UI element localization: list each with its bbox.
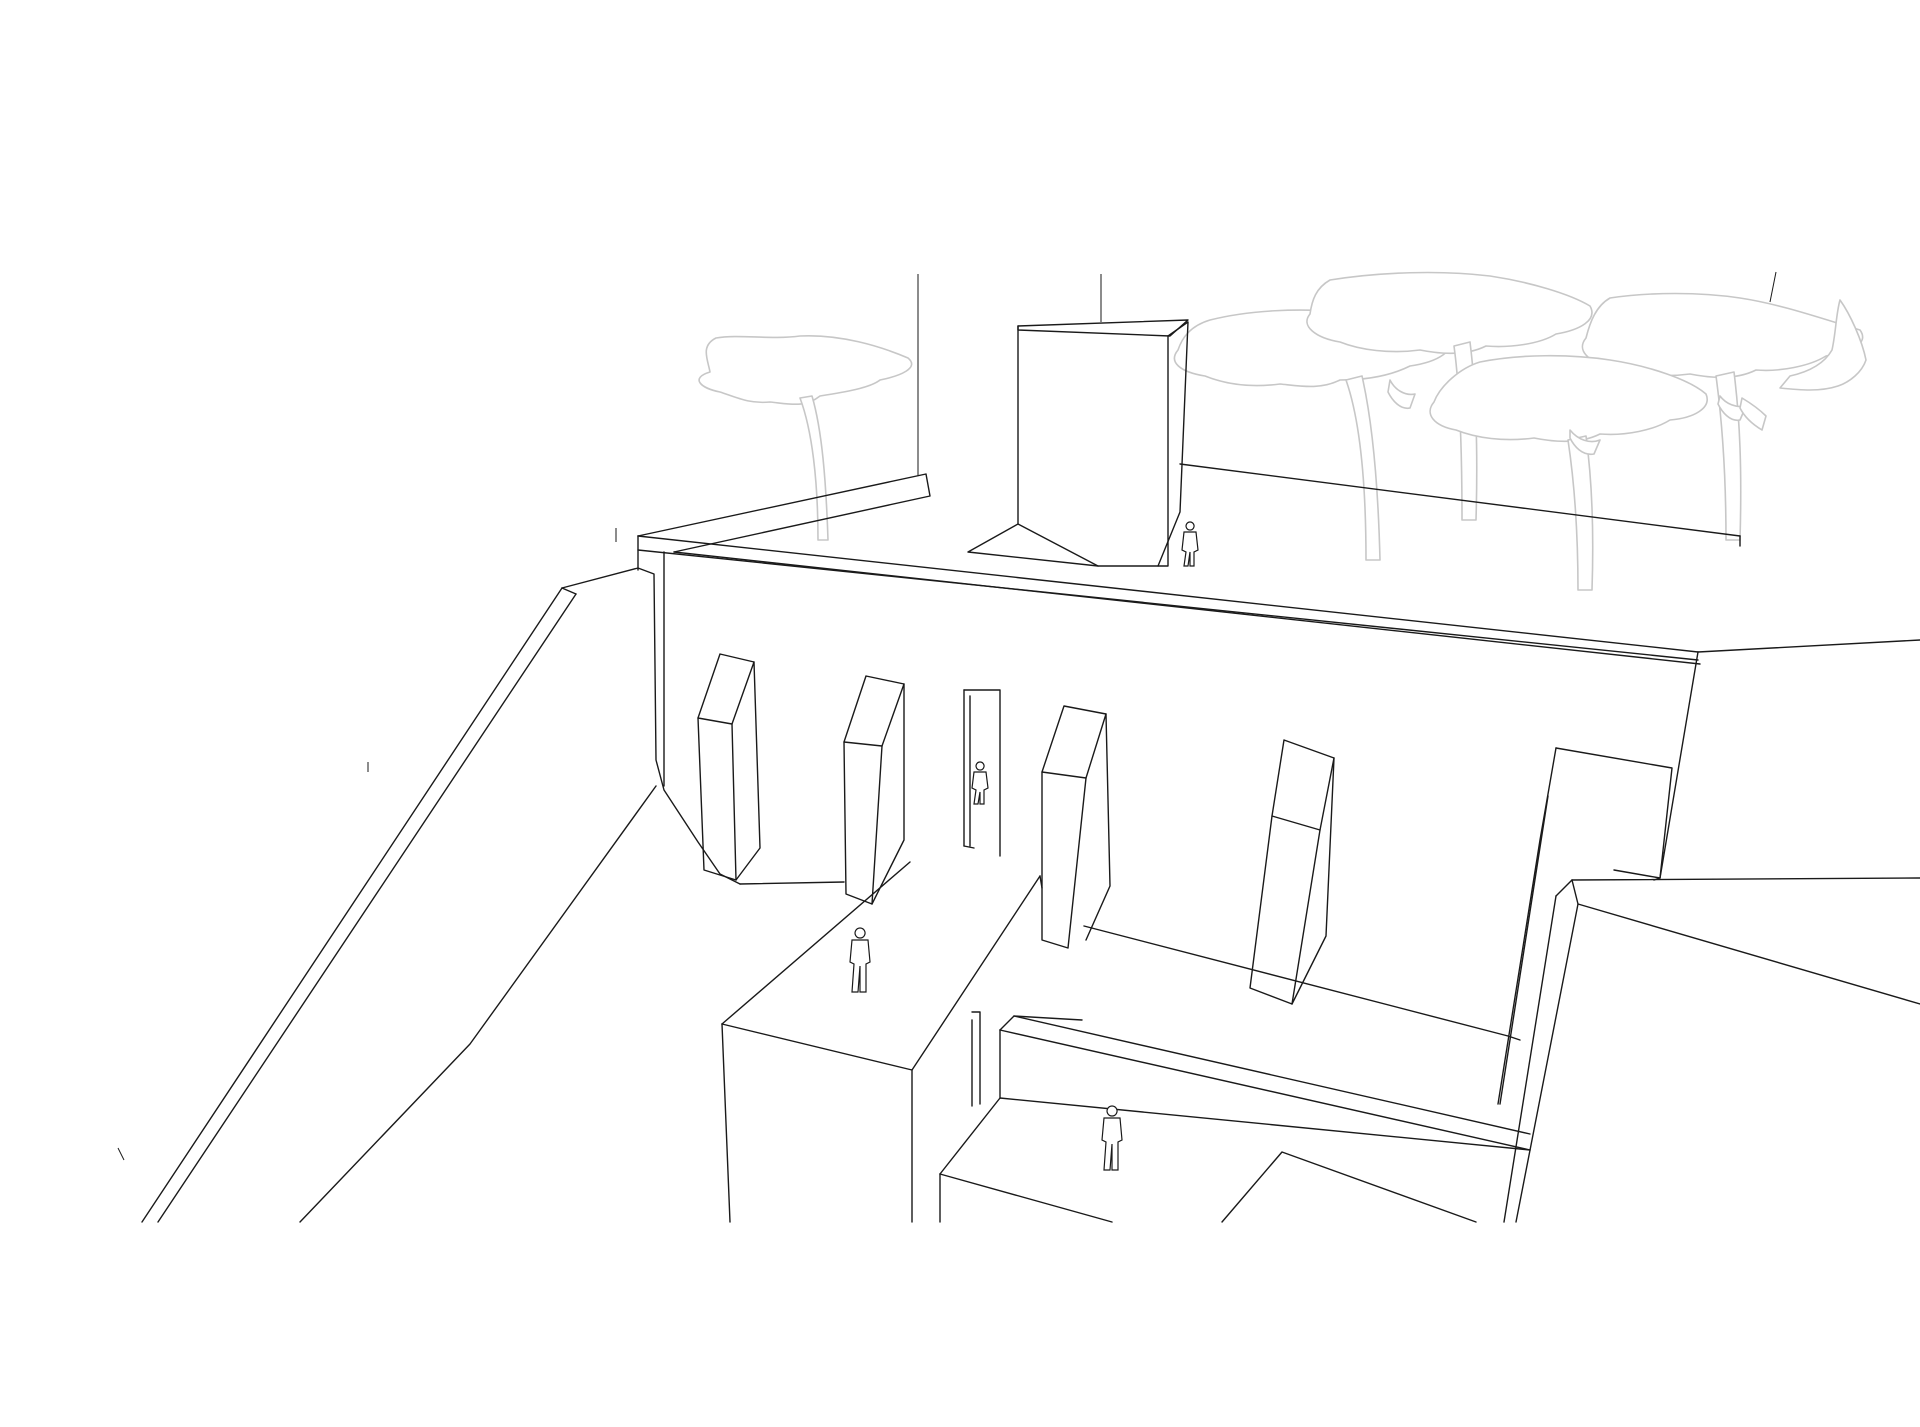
person-walkway [849,927,871,993]
pine-tree-4 [1581,292,1864,541]
fin-2 [843,675,905,905]
left-slope-wall [141,567,741,1223]
people [849,521,1199,1171]
fin-4 [1249,739,1335,1005]
facade-fins [697,653,1673,1105]
person-doorway [971,761,989,805]
central-walkway [721,861,1043,1223]
doorway [963,689,1001,857]
pine-tree-5 [1429,354,1708,591]
upper-terrace [637,463,1920,665]
main-facade [663,551,1699,1041]
person-roof [1181,521,1199,567]
roof-tower [967,319,1189,567]
pine-tree-1 [698,334,913,541]
background-trees [698,271,1867,591]
fin-3 [1041,705,1111,949]
fin-1 [697,653,761,881]
person-lower-terrace [1101,1105,1123,1171]
background-lines [117,271,1777,1161]
pine-tree-6 [1739,299,1867,431]
lower-terrace [939,1015,1531,1223]
right-block [1503,877,1920,1223]
fin-5 [1497,747,1673,1105]
